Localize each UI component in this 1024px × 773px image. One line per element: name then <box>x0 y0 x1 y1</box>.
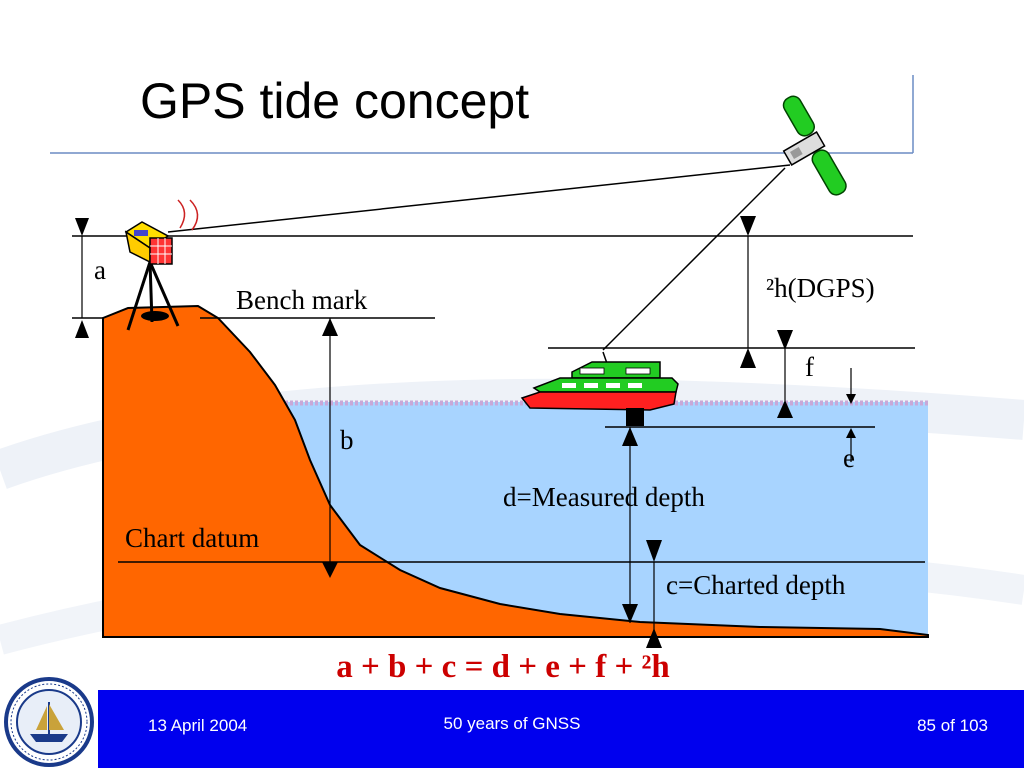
label-b: b <box>340 425 354 455</box>
slide-title: GPS tide concept <box>140 73 530 129</box>
satellite-icon <box>782 95 847 196</box>
arrow-icon <box>75 320 89 338</box>
arrow-icon <box>777 400 793 418</box>
footer-bar: 13 April 2004 50 years of GNSS 85 of 103 <box>0 690 1024 768</box>
label-chart-datum: Chart datum <box>125 523 259 553</box>
label-bench-mark: Bench mark <box>236 285 368 315</box>
footer-page-number: 85 of 103 <box>917 716 988 735</box>
institute-seal-icon <box>4 677 94 767</box>
signal-line-to-benchmark <box>167 164 791 233</box>
land <box>102 304 929 638</box>
survey-boat-icon <box>520 351 679 426</box>
arrow-icon <box>740 348 756 368</box>
arrow-icon <box>622 604 638 623</box>
label-e: e <box>843 443 855 473</box>
arrow-icon <box>846 428 856 438</box>
arrow-icon <box>646 540 662 562</box>
label-f: f <box>805 352 814 382</box>
footer-title: 50 years of GNSS <box>443 714 581 733</box>
label-measured-depth: d=Measured depth <box>503 482 705 512</box>
arrow-icon <box>322 318 338 336</box>
footer-date: 13 April 2004 <box>148 716 248 735</box>
label-a: a <box>94 255 106 285</box>
label-h-dgps: ²h(DGPS) <box>766 273 875 303</box>
signal-line-to-boat <box>602 167 786 351</box>
arrow-icon <box>322 562 338 578</box>
label-charted-depth: c=Charted depth <box>666 570 846 600</box>
tide-equation: a + b + c = d + e + f + ²h <box>336 649 670 685</box>
institute-logo <box>0 674 98 768</box>
arrow-icon <box>740 216 756 236</box>
gps-receiver-tripod-icon <box>124 199 199 331</box>
arrow-icon <box>622 427 638 446</box>
arrow-icon <box>646 628 662 648</box>
arrow-icon <box>846 394 856 404</box>
arrow-icon <box>75 218 89 236</box>
arrow-icon <box>777 330 793 350</box>
